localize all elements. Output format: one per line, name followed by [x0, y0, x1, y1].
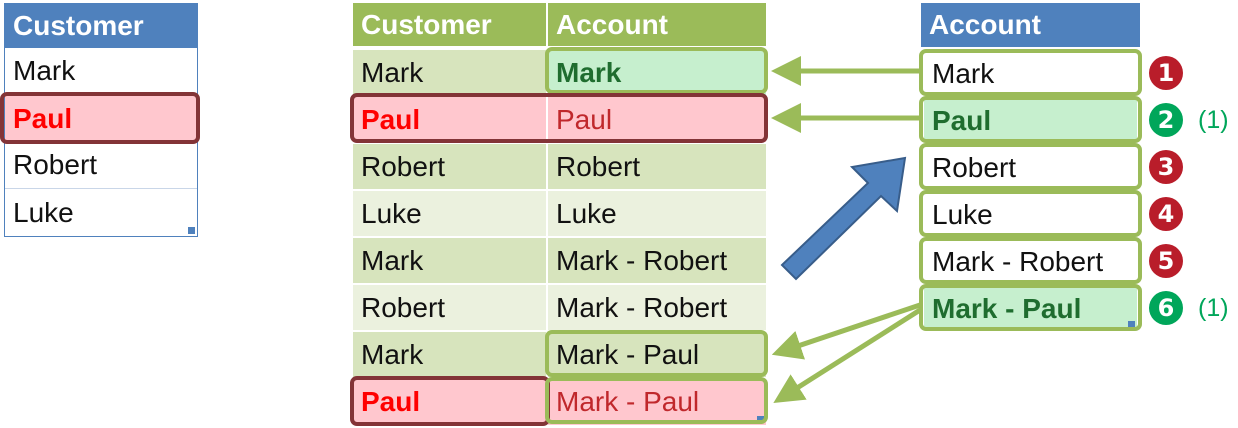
account-row-outline: [919, 96, 1142, 143]
highlight-box-account-mark: [545, 47, 768, 94]
account-row-outline: [919, 284, 1142, 331]
mid-table-customer-cell: Luke: [353, 191, 546, 236]
number-badge: 5: [1149, 244, 1183, 278]
customer-table-row: Luke: [5, 189, 197, 236]
account-row-outline: [919, 143, 1142, 190]
highlight-box-paul-customer: [350, 376, 550, 426]
mid-table-header-customer: Customer: [353, 3, 546, 46]
mid-table-account-cell: Mark: [548, 50, 766, 95]
number-badge: 2: [1149, 103, 1183, 137]
account-table-row: Mark - Robert: [924, 240, 1137, 283]
account-table-row: Mark: [924, 52, 1137, 95]
big-blue-arrow: [780, 156, 907, 281]
highlight-box-paul-left: [0, 92, 200, 144]
mid-table-account-cell: Luke: [548, 191, 766, 236]
highlight-box-paul-row: [350, 93, 768, 143]
arrow-mark-paul-to-row-8: [773, 307, 922, 404]
mid-table-customer-cell: Robert: [353, 144, 546, 189]
customer-table-row-highlighted: Paul: [5, 95, 197, 142]
mid-table-customer-cell: Paul: [353, 97, 546, 142]
highlight-box-account-mark-paul-2: [545, 377, 768, 424]
number-badge: 4: [1149, 197, 1183, 231]
footnote-marker: (1): [1198, 294, 1229, 322]
number-badge: 1: [1149, 56, 1183, 90]
mid-table-customer-cell: Mark: [353, 50, 546, 95]
table-resize-handle: [188, 227, 195, 234]
account-row-outline: [919, 237, 1142, 284]
mid-table-header-account: Account: [548, 3, 766, 46]
customer-account-table: Customer Account Mark Mark Paul Paul Rob…: [353, 3, 766, 425]
customer-table-row: Robert: [5, 142, 197, 189]
mid-table-account-cell: Mark - Robert: [548, 238, 766, 283]
mid-table-customer-cell: Mark: [353, 332, 546, 377]
footnote-marker: (1): [1198, 106, 1229, 134]
arrow-mark-paul-to-row-7: [771, 302, 921, 360]
mid-table-account-cell: Mark - Paul: [548, 332, 766, 377]
table-resize-handle: [1128, 321, 1135, 328]
account-table-row: Luke: [924, 193, 1137, 236]
account-table-row: Robert: [924, 146, 1137, 189]
table-resize-handle: [757, 416, 764, 423]
number-badge: 3: [1149, 150, 1183, 184]
mid-table-account-cell: Robert: [548, 144, 766, 189]
mid-table-account-cell: Mark - Robert: [548, 285, 766, 330]
customer-table: Customer Mark Paul Robert Luke: [4, 3, 198, 237]
mid-table-customer-cell: Paul: [353, 379, 546, 425]
account-table-row-highlighted: Mark - Paul: [924, 287, 1137, 330]
number-badge: 6: [1149, 291, 1183, 325]
highlight-box-account-mark-paul: [545, 330, 768, 377]
mid-table-customer-cell: Robert: [353, 285, 546, 330]
customer-table-row: Mark: [5, 48, 197, 95]
mid-table-account-cell: Paul: [548, 97, 766, 142]
account-table-header: Account: [921, 3, 1140, 47]
mid-table-account-cell: Mark - Paul: [548, 379, 766, 425]
customer-table-header: Customer: [5, 4, 197, 48]
mid-table-customer-cell: Mark: [353, 238, 546, 283]
account-table: Account Mark Paul Robert Luke Mark - Rob…: [921, 3, 1140, 332]
account-row-outline: [919, 190, 1142, 237]
account-row-outline: [919, 49, 1142, 96]
account-table-row-highlighted: Paul: [924, 99, 1137, 142]
